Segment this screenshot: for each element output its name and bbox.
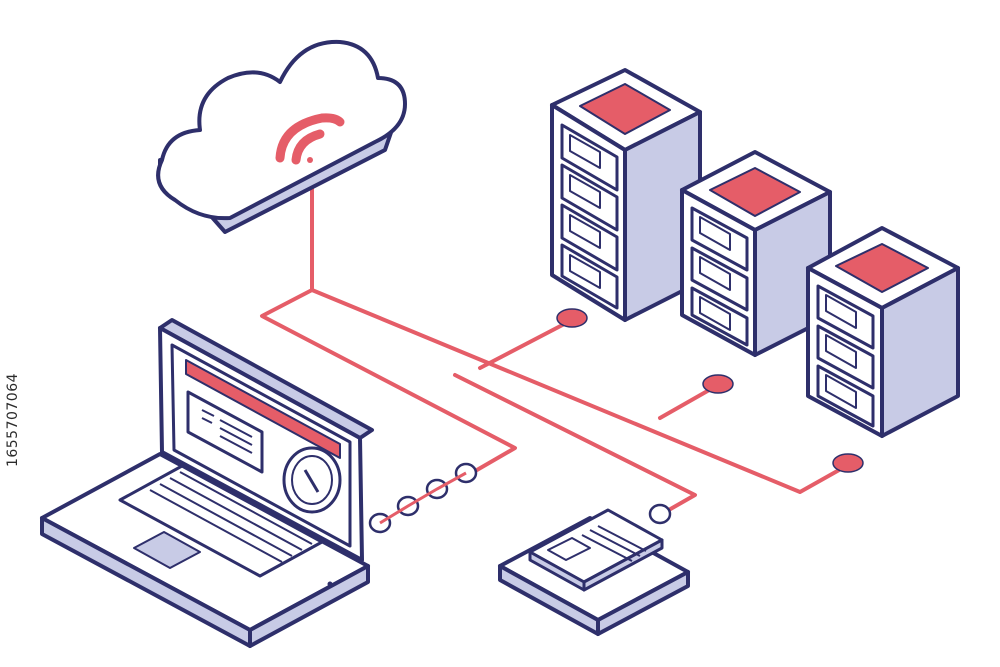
server-rack-icon: [806, 226, 960, 438]
node-server-2: [702, 374, 734, 394]
wifi-icon: [275, 113, 345, 165]
image-id-label: 1655707064: [2, 320, 24, 520]
laptop-icon: [40, 318, 374, 648]
connection-nodes: [556, 308, 864, 473]
image-id-text: 1655707064: [5, 372, 22, 468]
connection-lines: [260, 178, 850, 517]
storage-device-icon: [498, 508, 690, 636]
server-rack-icon: [550, 68, 702, 322]
server-rack-icon: [680, 150, 832, 357]
node-server-3: [832, 453, 864, 473]
cloud-icon: [156, 39, 407, 234]
node-server-1: [556, 308, 588, 328]
